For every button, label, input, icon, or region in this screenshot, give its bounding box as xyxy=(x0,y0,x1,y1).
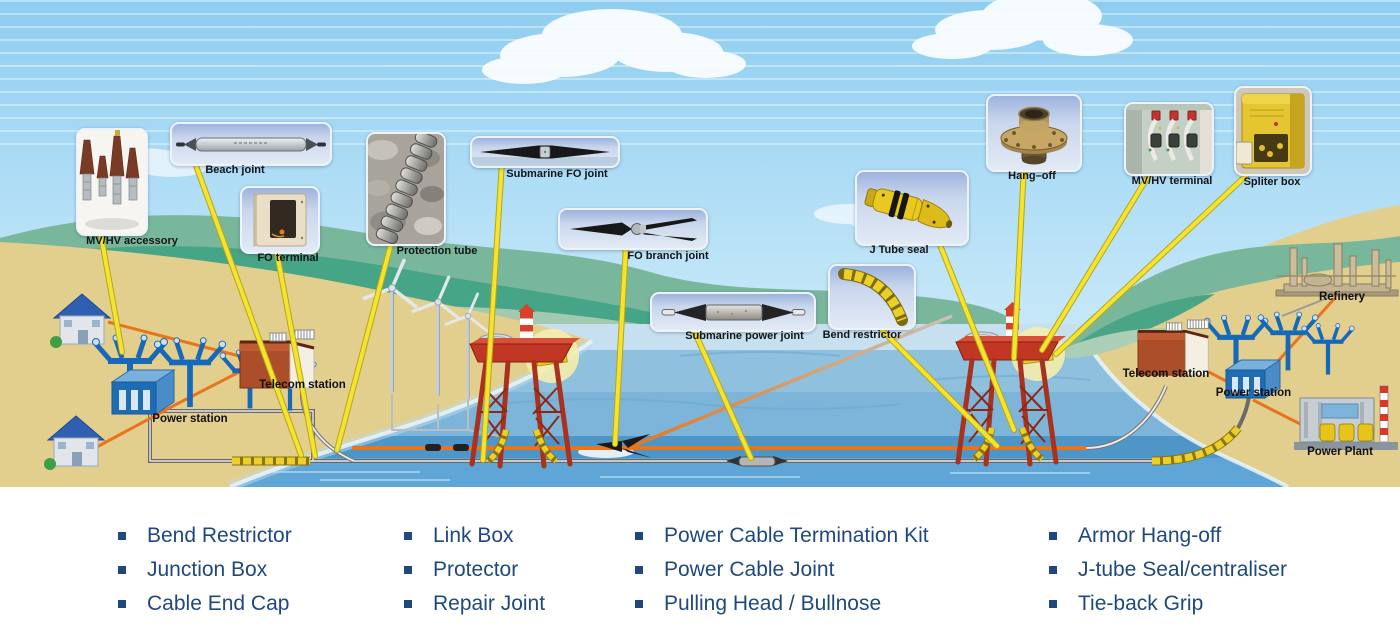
legend-column-2: Link Box Protector Repair Joint xyxy=(404,519,545,621)
component-label: J Tube seal xyxy=(869,244,929,256)
bullet-icon xyxy=(404,566,412,574)
legend-item: Repair Joint xyxy=(404,587,545,621)
bend-restrictor-icon xyxy=(838,268,908,326)
site-label-power-station-right: Power station xyxy=(1215,387,1292,399)
leader-lines xyxy=(97,157,1255,463)
bullet-icon xyxy=(118,532,126,540)
legend-item: Bend Restrictor xyxy=(118,519,292,553)
component-card-fo-branch-joint xyxy=(558,208,708,250)
legend-item: Tie-back Grip xyxy=(1049,587,1287,621)
submarine-fo-joint-icon xyxy=(472,145,618,166)
component-label: Bend restrictor xyxy=(822,329,902,341)
power-station-right xyxy=(1204,312,1356,399)
legend-item-text: J-tube Seal/centraliser xyxy=(1078,558,1287,581)
turbine-feeder-lines xyxy=(391,394,506,438)
illustration-area: MV/HV accessory Beach joint FO terminal … xyxy=(0,0,1400,487)
mvhv-accessory-icon xyxy=(79,130,140,230)
submarine-power-joint-on-seabed xyxy=(726,456,788,467)
power-station-left xyxy=(93,335,318,415)
bullet-icon xyxy=(635,600,643,608)
component-card-spliter-box xyxy=(1234,86,1312,176)
site-label-refinery: Refinery xyxy=(1318,291,1366,303)
fo-branch-joint-icon xyxy=(570,218,697,241)
bullet-icon xyxy=(1049,600,1057,608)
component-card-submarine-power-joint xyxy=(650,292,816,332)
component-card-j-tube-seal xyxy=(855,170,969,246)
component-label: Beach joint xyxy=(205,164,265,176)
legend-item-text: Tie-back Grip xyxy=(1078,592,1204,615)
submarine-power-joint-icon xyxy=(661,304,806,321)
component-card-mvhv-terminal xyxy=(1124,102,1214,176)
mvhv-terminal-icon xyxy=(1126,104,1212,174)
site-label-telecom-station-right: Telecom station xyxy=(1122,368,1210,380)
legend-list: Bend Restrictor Junction Box Cable End C… xyxy=(0,487,1400,629)
component-label: MV/HV accessory xyxy=(86,235,178,247)
hang-off-icon xyxy=(1000,106,1068,165)
j-tube-seal-icon xyxy=(864,188,953,229)
legend-item: Protector xyxy=(404,553,545,587)
legend-item-text: Protector xyxy=(433,558,519,581)
bullet-icon xyxy=(1049,532,1057,540)
component-label: MV/HV terminal xyxy=(1131,175,1213,187)
legend-item: Link Box xyxy=(404,519,545,553)
site-label-power-station-left: Power station xyxy=(152,413,228,425)
component-card-mvhv-accessory xyxy=(76,128,148,236)
component-card-beach-joint xyxy=(170,122,332,166)
site-label-telecom-station-left: Telecom station xyxy=(259,379,346,391)
legend-item: Pulling Head / Bullnose xyxy=(635,587,929,621)
legend-item-text: Link Box xyxy=(433,524,514,547)
legend-item: Armor Hang-off xyxy=(1049,519,1287,553)
bullet-icon xyxy=(118,566,126,574)
legend-item: Junction Box xyxy=(118,553,292,587)
fo-terminal-icon xyxy=(253,193,307,247)
subsea-cables xyxy=(94,296,1337,467)
power-plant-structure xyxy=(1294,385,1398,450)
legend-item: J-tube Seal/centraliser xyxy=(1049,553,1287,587)
component-label: FO branch joint xyxy=(627,250,709,262)
legend-item-text: Bend Restrictor xyxy=(147,524,292,547)
protection-tube-icon xyxy=(368,134,444,244)
bullet-icon xyxy=(404,600,412,608)
legend-item-text: Power Cable Termination Kit xyxy=(664,524,929,547)
legend-item-text: Repair Joint xyxy=(433,592,546,615)
bullet-icon xyxy=(1049,566,1057,574)
component-card-bend-restrictor xyxy=(828,264,916,330)
refinery-structure xyxy=(1275,243,1399,297)
legend-column-4: Armor Hang-off J-tube Seal/centraliser T… xyxy=(1049,519,1287,621)
component-card-protection-tube xyxy=(366,132,446,246)
component-card-fo-terminal xyxy=(240,186,320,254)
component-card-submarine-fo-joint xyxy=(470,136,620,168)
bullet-icon xyxy=(635,532,643,540)
component-card-hang-off xyxy=(986,94,1082,172)
legend-column-3: Power Cable Termination Kit Power Cable … xyxy=(635,519,929,621)
bullet-icon xyxy=(404,532,412,540)
component-label: Protection tube xyxy=(396,245,478,257)
component-label: FO terminal xyxy=(257,252,319,264)
legend-item-text: Power Cable Joint xyxy=(664,558,835,581)
bullet-icon xyxy=(635,566,643,574)
component-label: Submarine FO joint xyxy=(506,168,608,180)
legend-column-1: Bend Restrictor Junction Box Cable End C… xyxy=(118,519,292,621)
legend-item: Power Cable Joint xyxy=(635,553,929,587)
component-label: Hang–off xyxy=(1008,170,1056,182)
beach-joint-icon xyxy=(176,137,326,152)
component-label: Spliter box xyxy=(1243,176,1301,188)
legend-item-text: Armor Hang-off xyxy=(1078,524,1222,547)
legend-item-text: Junction Box xyxy=(147,558,268,581)
site-label-power-plant: Power Plant xyxy=(1307,446,1373,458)
component-label: Submarine power joint xyxy=(685,330,804,342)
legend-item: Power Cable Termination Kit xyxy=(635,519,929,553)
legend-item-text: Pulling Head / Bullnose xyxy=(664,592,882,615)
spliter-box-icon xyxy=(1236,93,1305,169)
legend-item: Cable End Cap xyxy=(118,587,292,621)
bullet-icon xyxy=(118,600,126,608)
legend-item-text: Cable End Cap xyxy=(147,592,290,615)
